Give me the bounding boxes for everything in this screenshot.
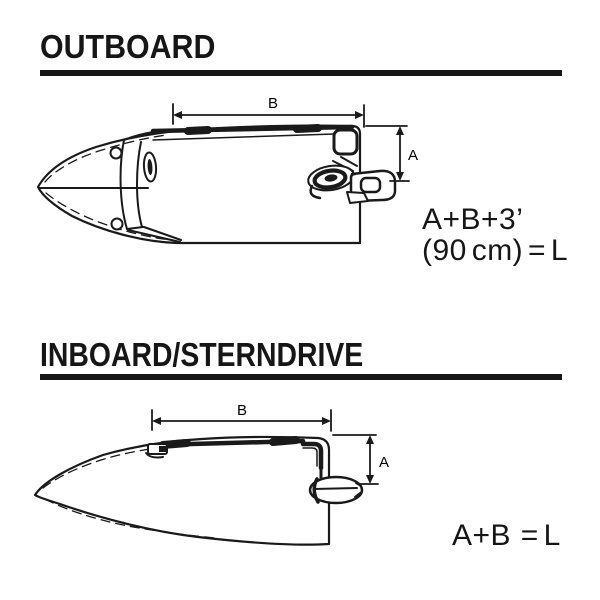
outboard-formula-line1: A+B+3’ [422, 203, 524, 236]
outboard-bow-inner-top [44, 134, 167, 183]
outboard-deck-hatch-bottom [110, 217, 124, 231]
outboard-dim-b: B [172, 95, 365, 128]
outboard-dim-a-label: A [408, 147, 418, 164]
outboard-dim-b-label: B [268, 95, 278, 112]
sterndrive-dim-a-label: A [379, 454, 389, 471]
outboard-console-inner [136, 141, 143, 228]
outboard-gunwale-inner-line [152, 133, 335, 141]
sterndrive-bow-inner-bottom [44, 498, 216, 539]
outboard-cowling-inner [359, 176, 382, 194]
outboard-bow-inner-bottom [45, 192, 173, 241]
outboard-motor-flywheel-ring [312, 168, 348, 190]
sterndrive-dim-a: A [332, 434, 389, 485]
outboard-cleat-1 [184, 126, 212, 135]
outboard-divider [40, 70, 562, 76]
sterndrive-hull-outline [33, 435, 331, 546]
sterndrive-pod-left-arc [312, 477, 320, 504]
outboard-steering-hub [147, 159, 153, 175]
outboard-title: OUTBOARD [40, 28, 216, 65]
sterndrive-pod-line [313, 487, 358, 490]
sterndrive-pod [308, 475, 364, 505]
sterndrive-bow-hook [145, 452, 164, 459]
outboard-windshield-top [123, 131, 154, 141]
outboard-motor-flywheel-core [324, 174, 338, 182]
outboard-dim-a: A [365, 125, 418, 182]
sterndrive-stern-bracket-inner [302, 447, 318, 467]
outboard-motor-bracket [346, 191, 369, 204]
outboard-cleat-2 [293, 124, 322, 133]
outboard-boat-top-view: B A [36, 95, 418, 245]
sterndrive-pod-mark-2 [354, 492, 361, 498]
inboard-formula-line: A+B = L [452, 519, 561, 552]
sterndrive-dim-b: B [151, 402, 332, 432]
outboard-brace-1 [127, 229, 181, 243]
outboard-splash-well [332, 128, 359, 156]
sterndrive-bow-fitting-dark [159, 446, 168, 452]
sterndrive-dim-b-label: B [237, 402, 247, 419]
outboard-steering-arm [309, 184, 322, 200]
sterndrive-cleat-2 [269, 436, 300, 446]
outboard-console-bottom [126, 226, 144, 230]
inboard-title: INBOARD/STERNDRIVE [40, 336, 364, 373]
outboard-well-diagonal-2 [340, 156, 358, 167]
inboard-formula: A+B = L [452, 520, 561, 551]
sterndrive-boat-top-view: B A [33, 402, 389, 546]
outboard-brace-2 [143, 226, 182, 241]
outboard-formula: A+B+3’ (90 cm) = L [422, 204, 568, 266]
outboard-deck-hatch-top [109, 146, 123, 160]
outboard-formula-line2: (90 cm) = L [422, 234, 569, 267]
outboard-console-outer [119, 139, 128, 230]
inboard-divider [40, 374, 562, 380]
sterndrive-stern-bracket [300, 441, 324, 471]
